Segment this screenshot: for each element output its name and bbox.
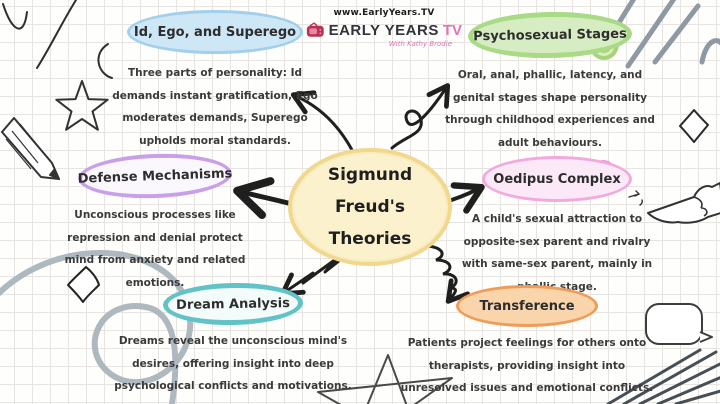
node-description: Dreams reveal the unconscious mind's des… xyxy=(114,335,352,393)
highlight-oval-teal: Dream Analysis xyxy=(162,281,304,327)
brand-lockup: Early Years TV xyxy=(306,21,462,39)
node-dream-analysis: Dream Analysis Dreams reveal the unconsc… xyxy=(108,281,358,398)
node-title: Psychosexual Stages xyxy=(473,26,627,44)
tv-icon xyxy=(306,22,324,37)
star-outline-doodle xyxy=(55,80,109,131)
website-url: www.EarlyYears.TV xyxy=(333,8,435,18)
node-title: Dream Analysis xyxy=(175,295,291,313)
highlight-oval-orange: Transference xyxy=(456,285,598,327)
highlight-oval-purple: Defense Mechanisms xyxy=(77,151,233,201)
brand-logo: www.EarlyYears.TV Early Years TV With Ka… xyxy=(306,8,462,48)
node-description: Unconscious processes like repression an… xyxy=(64,209,246,289)
brand-tagline: With Kathy Brodie xyxy=(388,40,452,48)
central-topic-line-2: Freud's xyxy=(334,196,406,217)
sparkle-diamond-right-icon xyxy=(679,109,709,143)
node-description: A child's sexual attraction to opposite-… xyxy=(461,213,653,293)
brand-suffix: TV xyxy=(442,21,462,39)
central-topic: Sigmund Freud's Theories xyxy=(288,148,452,266)
node-description: Oral, anal, phallic, latency, and genita… xyxy=(445,69,655,149)
highlight-oval-pink: Oedipus Complex xyxy=(482,156,632,202)
node-title: Transference xyxy=(479,298,575,314)
node-psychosexual-stages: Psychosexual Stages Oral, anal, phallic,… xyxy=(436,10,664,154)
node-id-ego-superego: Id, Ego, and Superego Three parts of per… xyxy=(105,10,325,152)
highlight-oval-green: Psychosexual Stages xyxy=(467,10,633,60)
node-defense-mechanisms: Defense Mechanisms Unconscious processes… xyxy=(40,151,270,294)
node-oedipus-complex: Oedipus Complex A child's sexual attract… xyxy=(448,156,666,298)
brand-name: Early Years xyxy=(328,21,439,39)
node-title: Defense Mechanisms xyxy=(77,165,233,187)
swoosh-lines-doodle xyxy=(2,0,113,79)
central-topic-line-1: Sigmund xyxy=(327,164,413,185)
node-transference: Transference Patients project feelings f… xyxy=(398,285,656,400)
highlight-oval-blue: Id, Ego, and Superego xyxy=(127,10,303,54)
node-description: Patients project feelings for others ont… xyxy=(400,337,654,395)
node-title: Oedipus Complex xyxy=(493,171,621,187)
node-description: Three parts of personality: Id demands i… xyxy=(112,67,318,147)
central-topic-line-3: Theories xyxy=(328,229,412,250)
node-title: Id, Ego, and Superego xyxy=(133,24,297,40)
